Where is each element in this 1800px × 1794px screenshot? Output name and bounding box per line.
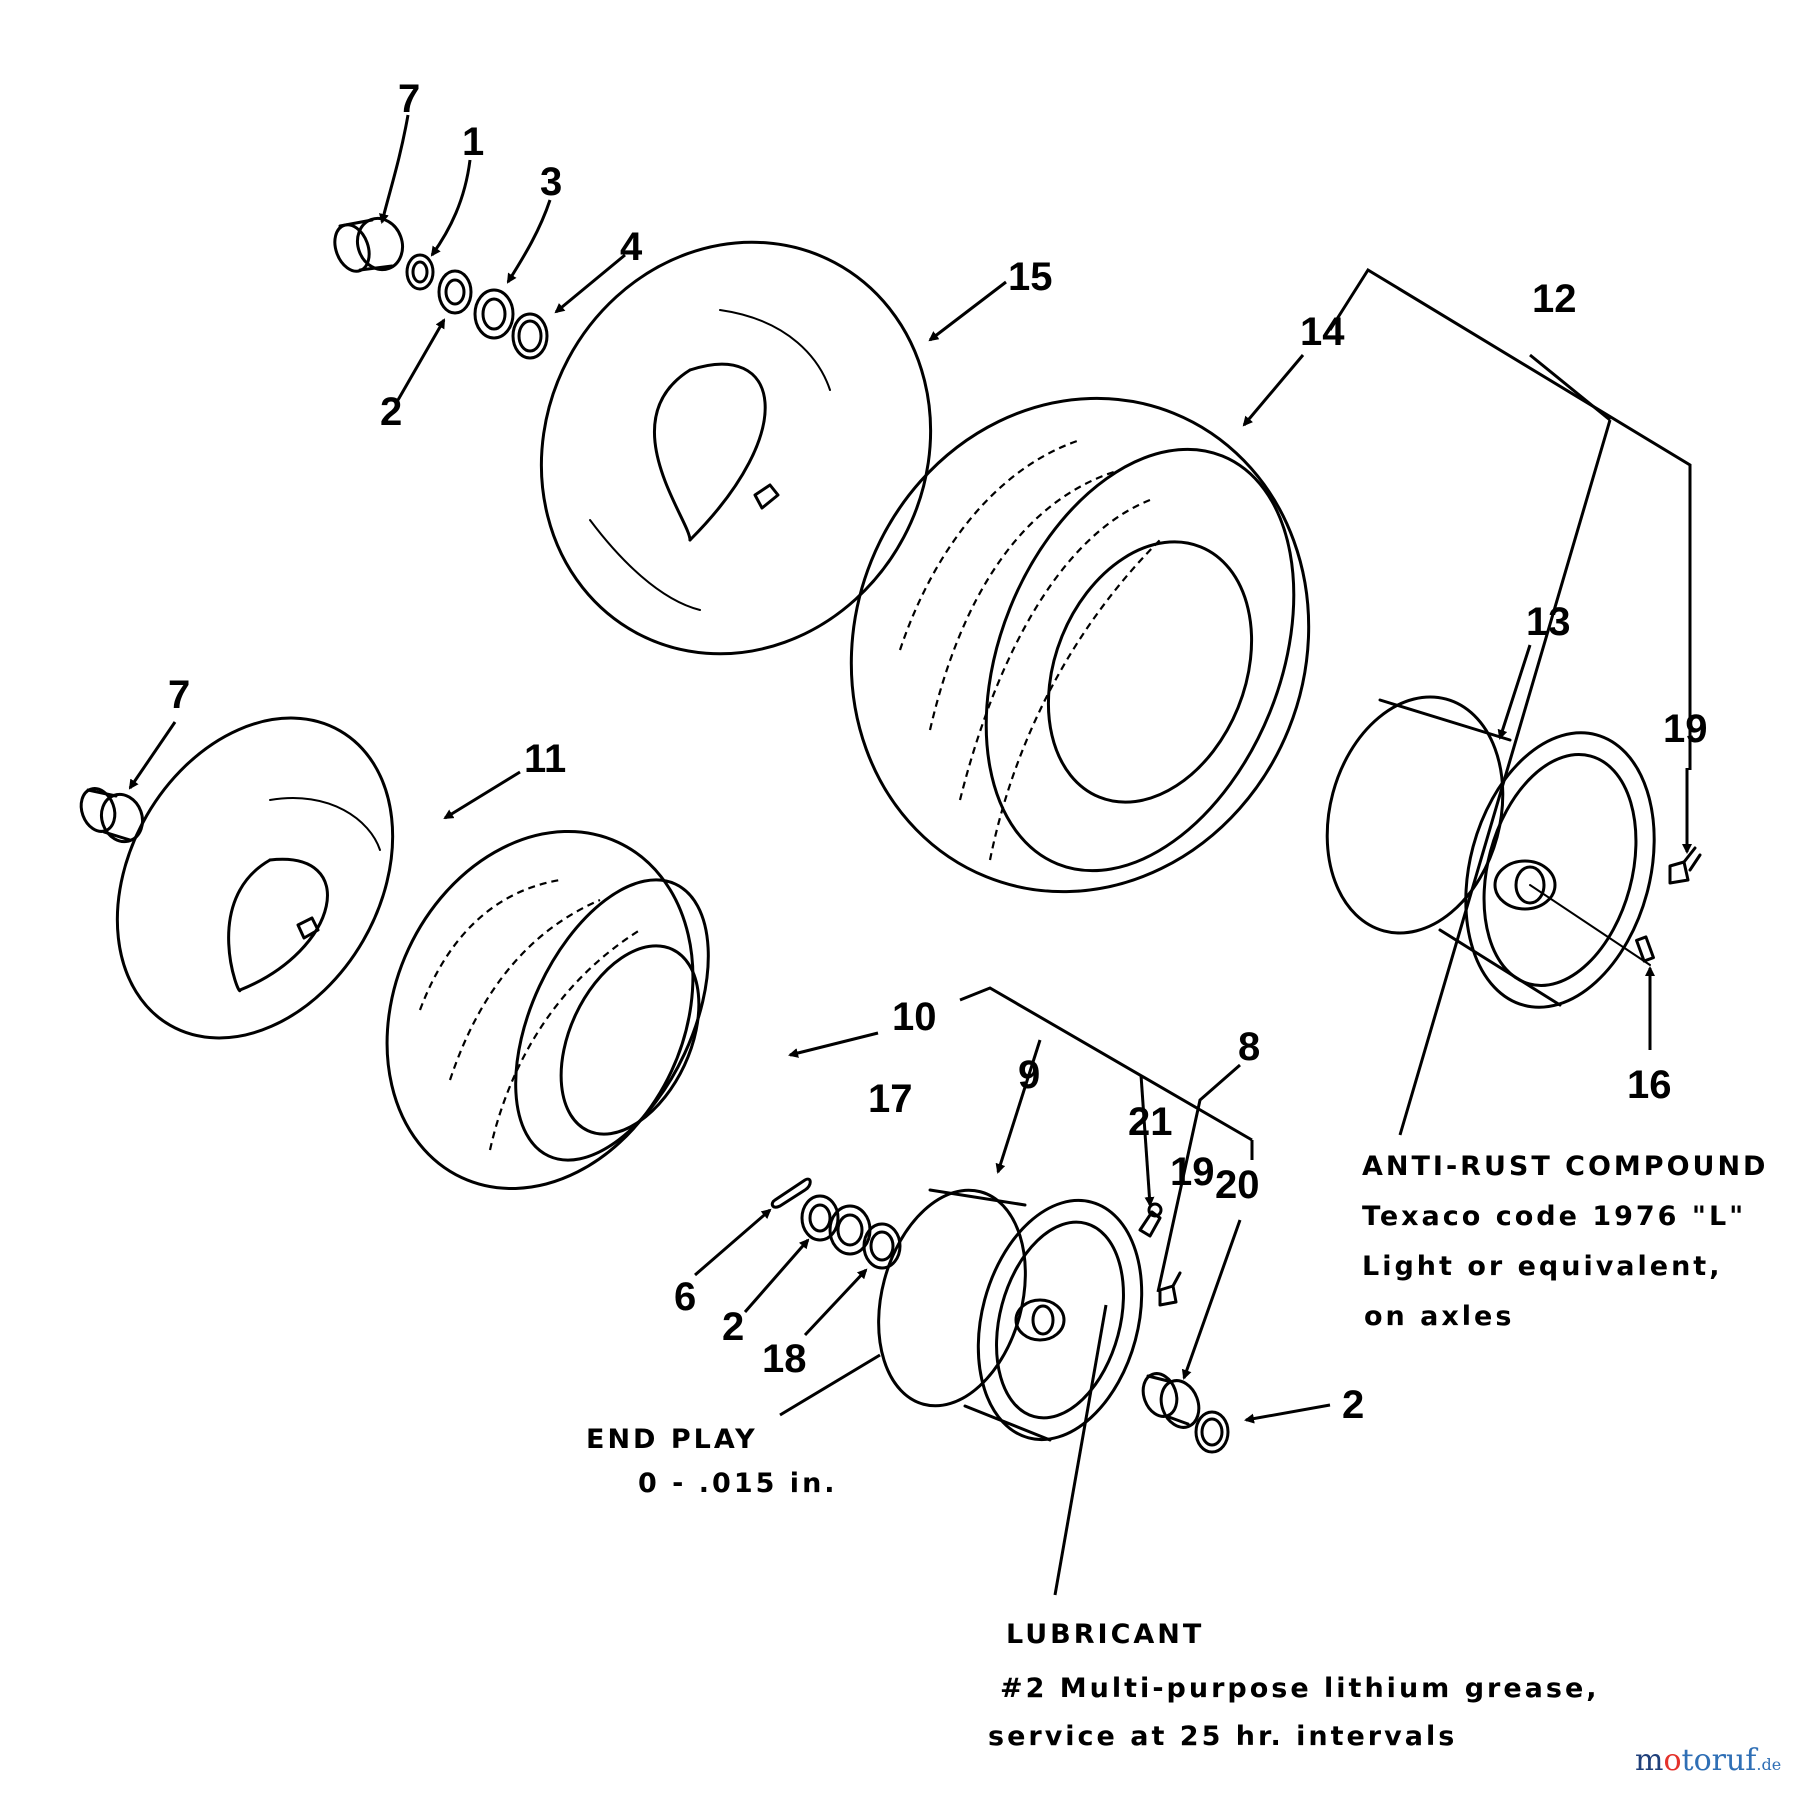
seal-18 [862,1222,902,1270]
callout-7-upper: 7 [398,77,420,121]
lubricant-title: LUBRICANT [1006,1619,1204,1650]
callout-numbers: 7 1 3 4 2 15 14 12 13 19 16 7 11 10 9 8 … [168,77,1708,1427]
callout-7-lower: 7 [168,673,190,717]
callout-19-upper: 19 [1663,707,1708,751]
callout-14: 14 [1300,310,1345,354]
leader-lines [128,114,1692,1596]
anti-rust-line-1: Texaco code 1976 "L" [1362,1201,1746,1232]
end-play-note: END PLAY 0 - .015 in. [586,1424,838,1499]
callout-4: 4 [620,225,643,269]
inner-tube-15 [539,240,933,656]
callout-19-lower: 19 [1170,1150,1215,1194]
lubricant-line-1: #2 Multi-purpose lithium grease, [1000,1673,1600,1704]
fitting-21 [1138,1202,1163,1238]
callout-1: 1 [462,120,484,164]
inner-tube-11 [115,716,395,1040]
washer-2-right [1194,1410,1230,1454]
seal-4 [511,312,549,360]
callout-15: 15 [1008,255,1053,299]
callout-9: 9 [1018,1053,1040,1097]
callout-21: 21 [1128,1100,1173,1144]
tire-10 [385,829,710,1191]
lubricant-line-2: service at 25 hr. intervals [988,1721,1457,1752]
rim-9 [877,1188,1144,1442]
callout-12: 12 [1532,277,1577,321]
bearing-3 [473,288,515,340]
callout-10: 10 [892,995,937,1039]
watermark-text: motoruf.de [1635,1743,1781,1778]
rim-13 [1325,695,1656,1009]
callout-8: 8 [1238,1025,1260,1069]
bolt-19-upper [1668,846,1702,885]
lock-ring-1 [405,253,435,291]
callout-16: 16 [1627,1063,1672,1107]
spacer-7-lower [79,787,145,844]
bushing-20 [1141,1372,1201,1429]
key-16 [1635,935,1655,963]
end-play-title: END PLAY [586,1424,758,1455]
spacer-7-upper [333,216,405,273]
callout-17: 17 [868,1077,913,1121]
callout-13: 13 [1526,600,1571,644]
anti-rust-title: ANTI-RUST COMPOUND [1362,1151,1768,1182]
washer-2-upper [437,269,473,315]
callout-2-lower: 2 [722,1305,744,1349]
bolt-19-lower [1158,1271,1182,1307]
tire-14 [849,396,1311,894]
callout-18: 18 [762,1337,807,1381]
washer-2-lower [800,1194,840,1242]
callout-6: 6 [674,1275,696,1319]
callout-2-right: 2 [1342,1383,1364,1427]
lubricant-note: LUBRICANT #2 Multi-purpose lithium greas… [988,1619,1600,1752]
callout-11: 11 [524,737,566,781]
end-play-value: 0 - .015 in. [638,1468,838,1499]
anti-rust-line-3: on axles [1364,1301,1514,1332]
callout-20: 20 [1215,1163,1260,1207]
watermark-logo: motoruf.de [1635,1743,1781,1778]
anti-rust-line-2: Light or equivalent, [1362,1251,1722,1282]
callout-2-upper: 2 [380,390,402,434]
callout-3: 3 [540,160,562,204]
cotter-pin-6 [770,1177,812,1209]
anti-rust-note: ANTI-RUST COMPOUND Texaco code 1976 "L" … [1362,1151,1768,1332]
